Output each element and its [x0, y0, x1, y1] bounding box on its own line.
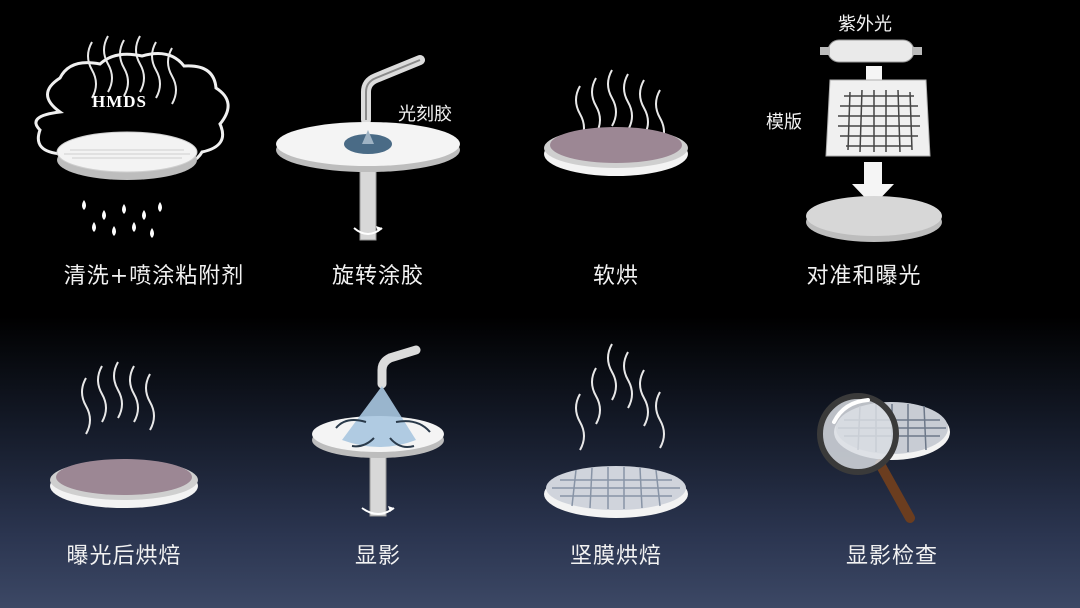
resist-label: 光刻胶 [398, 104, 452, 125]
steam-icon [81, 361, 155, 435]
step-caption: 旋转涂胶 [331, 264, 425, 289]
step-clean-hmds: HMDS 清洗+喷涂粘附剂 [0, 0, 270, 304]
spin-coater-illustration [276, 55, 460, 241]
exposure-illustration [806, 39, 942, 242]
droplet-icon [82, 200, 162, 238]
uv-label: 紫外光 [838, 14, 892, 35]
soft-bake-illustration [544, 69, 688, 176]
inspect-illustration [817, 393, 950, 523]
step-caption: 软烘 [592, 264, 640, 289]
hmds-illustration [34, 35, 230, 238]
step-develop: 显影 [270, 304, 540, 608]
hmds-label: HMDS [92, 92, 147, 111]
step-caption: 坚膜烘焙 [569, 544, 663, 569]
step-spin-coat: 光刻胶 旋转涂胶 [270, 0, 540, 304]
step-align-expose: 紫外光 模版 对准和曝光 [760, 0, 1080, 304]
magnifier-icon [817, 393, 915, 523]
step-soft-bake: 软烘 [540, 0, 810, 304]
steam-icon [575, 69, 665, 147]
pattern-grid [552, 467, 680, 509]
step-caption: 显影检查 [845, 544, 939, 569]
mask-grid [838, 89, 920, 153]
hard-bake-illustration [544, 343, 688, 518]
step-post-exposure-bake: 曝光后烘焙 [0, 304, 270, 608]
develop-illustration [312, 345, 444, 517]
step-hard-bake: 坚膜烘焙 [540, 304, 810, 608]
steam-icon [575, 343, 665, 451]
step-inspect: 显影检查 [760, 304, 1080, 608]
step-caption: 对准和曝光 [806, 264, 922, 289]
peb-illustration [50, 361, 198, 508]
mask-label: 模版 [766, 112, 802, 133]
step-caption: 曝光后烘焙 [66, 544, 182, 569]
uv-lamp-icon [827, 39, 915, 63]
step-caption: 显影 [354, 544, 402, 569]
step-caption: 清洗+喷涂粘附剂 [63, 264, 245, 289]
